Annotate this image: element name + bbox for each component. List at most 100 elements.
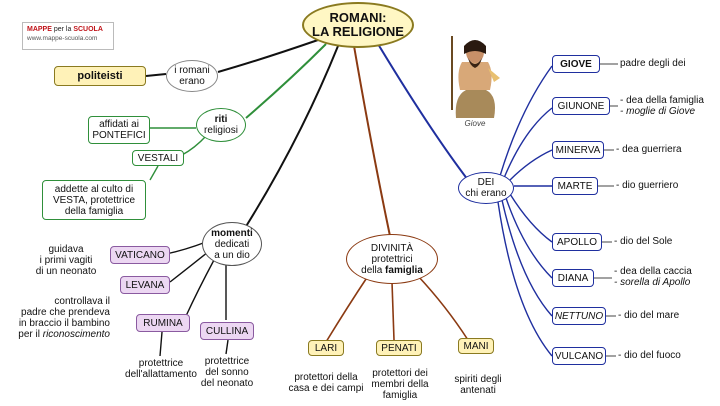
god-marte-desc: - dio guerriero (616, 180, 679, 191)
pontefici-line1: affidati ai (99, 119, 139, 130)
riti-line2: religiosi (204, 125, 238, 136)
dei-node: DEI chi erano (458, 172, 514, 204)
logo-url: www.mappe-scuola.com (27, 35, 98, 42)
god-diana-desc-line1: - dea della caccia (614, 266, 692, 277)
mani-node: MANI (458, 338, 494, 354)
god-marte: MARTE (552, 177, 598, 195)
divinita-line3b: famiglia (385, 264, 423, 276)
connector-momenti-levana (169, 251, 209, 283)
god-nettuno: NETTUNO (552, 307, 606, 325)
giove-figure-icon (444, 32, 506, 126)
cullina-node: CULLINA (200, 322, 254, 340)
god-diana-desc-line2: - sorella di Apollo (614, 277, 691, 288)
god-apollo-desc: - dio del Sole (614, 236, 673, 247)
god-nettuno-desc: - dio del mare (618, 310, 680, 321)
connector-dei-nettuno (501, 199, 553, 317)
romani-erano-node: i romani erano (166, 60, 218, 92)
connector-central-dei (377, 43, 469, 181)
connector-vestali-desc (149, 165, 159, 181)
mani-desc: spiriti degli antenati (440, 374, 516, 396)
dei-line1: DEI (477, 177, 495, 188)
vaticano-desc-line3: di un neonato (35, 266, 97, 277)
momenti-line2: dedicati (214, 238, 250, 250)
vaticano-desc: guidava i primi vagiti di un neonato (24, 244, 108, 277)
central-line2: LA RELIGIONE (312, 24, 404, 39)
connector-divinita-mani (417, 275, 469, 341)
penati-desc-line3: famiglia (382, 390, 418, 401)
vestali-node: VESTALI (132, 150, 184, 166)
god-vulcano: VULCANO (552, 347, 606, 365)
connector-dei-diana (505, 197, 553, 279)
god-minerva: MINERVA (552, 141, 604, 159)
mani-desc-line1: spiriti degli (454, 374, 502, 385)
vestali-desc-line1: addette al culto di (54, 183, 134, 195)
god-giunone-desc-line1: - dea della famiglia (620, 95, 704, 106)
logo: MAPPE per la SCUOLA www.mappe-scuola.com (22, 22, 114, 50)
divinita-node: DIVINITÀ protettrici della famiglia (346, 234, 438, 284)
god-giove-desc: padre degli dei (620, 58, 686, 69)
romani-erano-line1: i romani (174, 65, 210, 76)
penati-desc: protettori dei membri della famiglia (360, 368, 440, 401)
vestali-desc-line3: della famiglia (64, 205, 124, 217)
penati-desc-line2: membri della (371, 379, 429, 390)
giove-caption: Giove (464, 119, 486, 128)
connector-momenti-vaticano (165, 241, 207, 255)
connector-dei-giove (499, 65, 553, 177)
levana-desc-line4b: riconoscimento (42, 329, 110, 340)
momenti-line3: a un dio (214, 249, 250, 261)
lari-desc: protettori della casa e dei campi (278, 372, 374, 394)
rumina-desc-line1: protettrice (138, 358, 184, 369)
god-giove: GIOVE (552, 55, 600, 73)
rumina-node: RUMINA (136, 314, 190, 332)
connector-cullina-desc (225, 339, 229, 355)
vestali-desc-line2: VESTA, protettrice (52, 194, 136, 206)
connector-romani-politeisti (145, 73, 167, 77)
god-giunone-desc: - dea della famiglia - moglie di Giove (620, 95, 704, 117)
connector-momenti-rumina (185, 259, 215, 317)
levana-desc-line2: padre che prendeva (21, 307, 110, 318)
god-vulcano-desc: - dio del fuoco (618, 350, 681, 361)
momenti-bold: momenti (211, 227, 253, 239)
vestali-desc-node: addette al culto di VESTA, protettrice d… (42, 180, 146, 220)
connector-central-riti (245, 43, 327, 119)
connector-dei-vulcano (497, 201, 553, 357)
lari-desc-line1: protettori della (294, 372, 358, 383)
rumina-desc-line2: dell'allattamento (125, 369, 197, 380)
logo-mappe: MAPPE (27, 26, 52, 33)
central-node: ROMANI: LA RELIGIONE (302, 2, 414, 48)
mani-desc-line2: antenati (460, 385, 496, 396)
god-giunone-desc-line2: - moglie di Giove (620, 106, 696, 117)
pontefici-node: affidati ai PONTEFICI (88, 116, 150, 144)
divinita-line1: DIVINITÀ (370, 242, 414, 254)
connector-dei-apollo (509, 193, 553, 243)
levana-desc: controllava il padre che prendeva in bra… (2, 296, 110, 340)
giove-illustration: Giove (444, 32, 506, 128)
pontefici-line2: PONTEFICI (92, 130, 146, 141)
god-apollo: APOLLO (552, 233, 602, 251)
riti-bold: riti (214, 114, 228, 125)
levana-node: LEVANA (120, 276, 170, 294)
levana-desc-line1: controllava il (54, 296, 110, 307)
connector-divinita-lari (325, 275, 369, 343)
politeisti-node: politeisti (54, 66, 146, 86)
god-giunone: GIUNONE (552, 97, 610, 115)
connector-central-romani (217, 39, 319, 73)
vaticano-node: VATICANO (110, 246, 170, 264)
connector-riti-vestali (181, 135, 207, 156)
connector-divinita-penati (391, 281, 395, 341)
god-diana-desc: - dea della caccia - sorella di Apollo (614, 266, 692, 288)
vaticano-desc-line2: i primi vagiti (39, 255, 93, 266)
lari-node: LARI (308, 340, 344, 356)
momenti-node: momenti dedicati a un dio (202, 222, 262, 266)
romani-erano-line2: erano (179, 76, 205, 87)
logo-scuola: SCUOLA (73, 26, 103, 33)
vaticano-desc-line1: guidava (48, 244, 84, 255)
connector-central-divinita (353, 45, 391, 237)
divinita-line3a: della (361, 264, 386, 276)
cullina-desc: protettrice del sonno del neonato (190, 356, 264, 389)
god-minerva-desc: - dea guerriera (616, 144, 682, 155)
cullina-desc-line2: del sonno (205, 367, 249, 378)
connector-rumina-desc (159, 331, 163, 357)
